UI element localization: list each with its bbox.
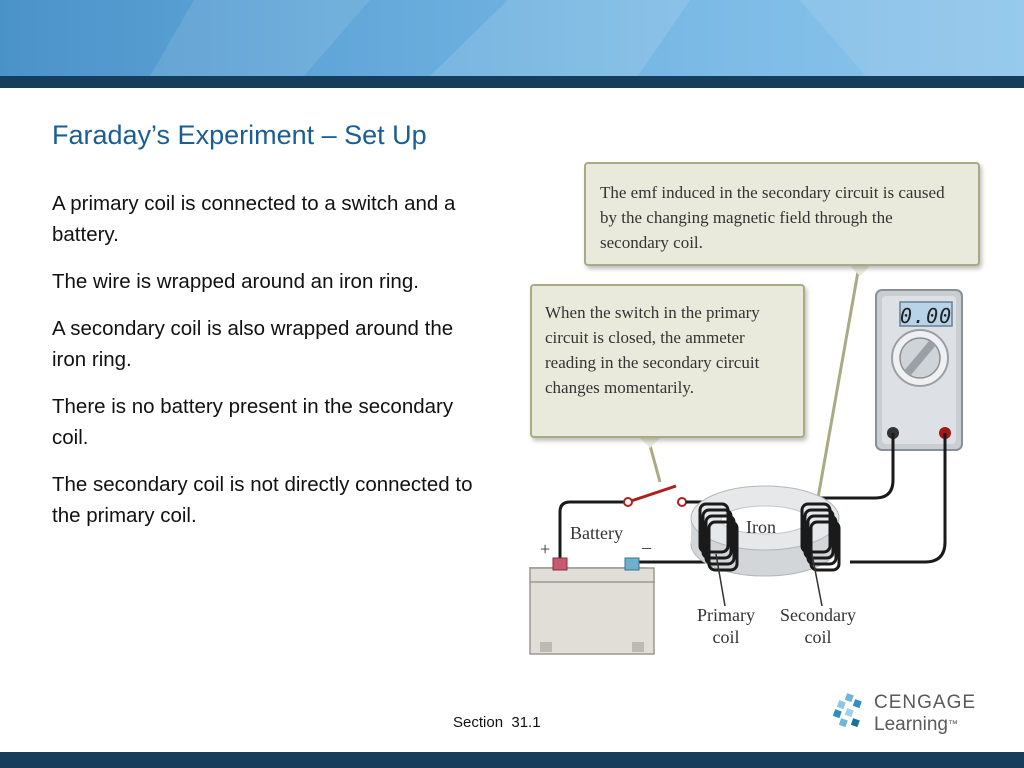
primary-wire <box>558 500 628 568</box>
bullet-item: The wire is wrapped around an iron ring. <box>52 270 419 293</box>
secondary-coil <box>800 502 841 572</box>
footer-rule <box>0 752 1024 768</box>
callout-top-pointer <box>816 265 861 499</box>
logo-trademark: ™ <box>947 719 958 730</box>
secondary-coil-label: Secondary coil <box>780 605 856 647</box>
primary-wire <box>630 560 708 568</box>
bullet-item: A secondary coil is also wrapped around … <box>52 317 454 371</box>
callout-left-tail <box>640 438 660 448</box>
header-facet <box>430 0 690 76</box>
logo-subword-text: Learning <box>874 714 948 735</box>
ammeter-reading: 0.00 <box>900 304 953 328</box>
switch-icon <box>627 484 677 504</box>
bullet-list: A primary coil is connected to a switch … <box>52 188 492 547</box>
bullet-item: The secondary coil is not directly conne… <box>52 473 473 527</box>
bullet-item: There is no battery present in the secon… <box>52 395 454 449</box>
ammeter <box>875 289 963 451</box>
ammeter-display <box>899 301 953 327</box>
battery-icon <box>528 557 656 655</box>
battery-plus-label: + <box>540 539 551 559</box>
callout-switch-closed: When the switch in the primary circuit i… <box>530 284 805 438</box>
logo-subword: Learning™ <box>874 714 958 736</box>
header-rule <box>0 76 1024 88</box>
cengage-mark-icon <box>832 693 862 728</box>
section-label: Section 31.1 <box>453 714 541 731</box>
secondary-label-pointer <box>811 553 823 607</box>
header-facet <box>799 0 1024 76</box>
battery-label: Battery <box>570 523 623 543</box>
header-band <box>0 0 1024 76</box>
primary-label-pointer <box>715 553 726 607</box>
slide-title: Faraday’s Experiment – Set Up <box>52 120 427 150</box>
callout-secondary-emf: The emf induced in the secondary circuit… <box>584 162 980 266</box>
circuit-diagram <box>528 265 963 655</box>
iron-label: Iron <box>746 517 776 537</box>
cengage-logo: CENGAGE Learning™ <box>832 690 982 740</box>
circuit-figure: The emf induced in the secondary circuit… <box>520 150 1000 670</box>
callout-top-tail <box>850 266 870 276</box>
primary-coil-label: Primary coil <box>697 605 755 647</box>
secondary-wire <box>850 433 947 564</box>
logo-wordmark: CENGAGE <box>874 692 977 713</box>
bullet-item: A primary coil is connected to a switch … <box>52 192 456 246</box>
secondary-wire <box>820 433 895 500</box>
header-facet <box>150 0 370 76</box>
primary-coil <box>698 502 739 572</box>
battery-minus-label: – <box>642 537 651 557</box>
